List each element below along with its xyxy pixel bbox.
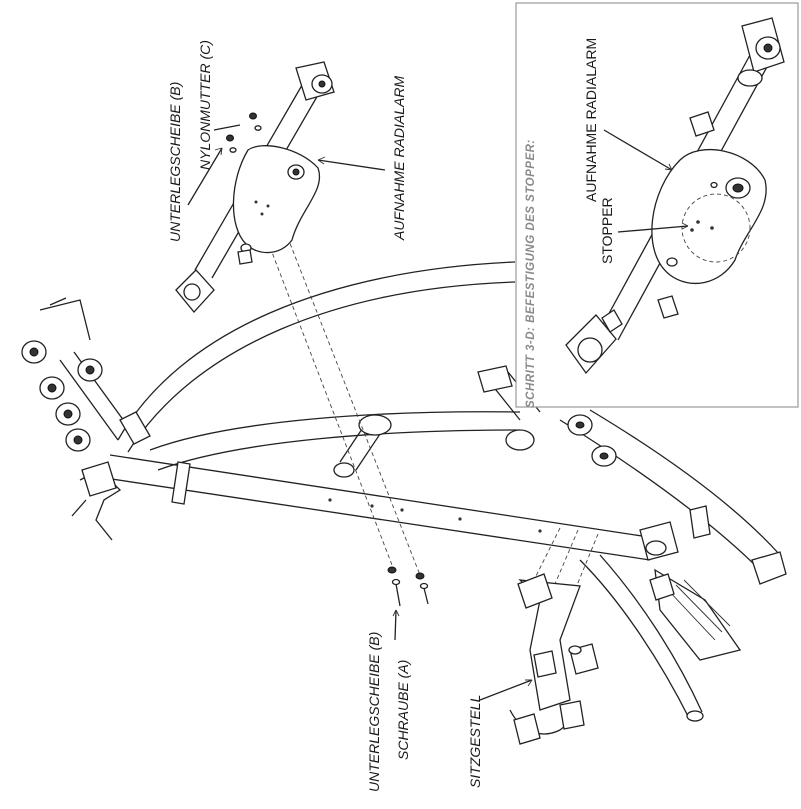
stopper-outline — [681, 193, 751, 263]
washer-top-1 — [226, 134, 234, 142]
seat-frame — [509, 573, 599, 745]
leader-nylonmutter — [213, 124, 241, 131]
nut-top-1 — [249, 112, 257, 120]
inset-knob-lower — [657, 295, 679, 319]
label-nylonmutter: NYLONMUTTER (C) — [197, 40, 213, 170]
lower-curve-a — [579, 559, 691, 721]
pulleys-left — [21, 297, 103, 452]
dash-lines-seat — [534, 527, 599, 591]
left-arm-collar — [119, 411, 151, 445]
foot-bracket — [649, 573, 675, 601]
lower-curve-end — [686, 710, 704, 722]
label-schraube: SCHRAUBE (A) — [395, 660, 411, 760]
rail-end-cap — [751, 551, 787, 585]
main-frame-drawing — [21, 171, 787, 745]
label-stopper: STOPPER — [599, 197, 615, 264]
left-hook-block — [81, 461, 117, 497]
foot-plate-ribs — [667, 579, 731, 641]
beam-plate-left — [171, 461, 191, 505]
label-sitzgestell: SITZGESTELL — [467, 695, 483, 788]
foot-plate — [654, 568, 742, 661]
leader-aufnahme-inset — [603, 129, 673, 171]
inset-panel — [515, 2, 799, 408]
radial-rail-outer-bottom — [127, 281, 516, 453]
main-beam-bottom — [104, 477, 651, 561]
inner-arc-top — [149, 411, 521, 451]
foot-post — [689, 505, 711, 539]
inset-knob-upper — [689, 111, 715, 137]
rail-lower-right-b — [589, 409, 781, 556]
leader-unterlegscheibe-top — [187, 147, 223, 206]
bolt-set-bottom — [387, 566, 429, 607]
leader-sitzgestell — [479, 679, 533, 701]
radial-knob — [237, 249, 253, 265]
pulleys-right — [567, 414, 617, 467]
main-beam-top — [109, 454, 656, 539]
nut-top-2 — [254, 125, 262, 131]
rail-lower-right-a — [559, 419, 761, 571]
label-unterlegscheibe-top: UNTERLEGSCHEIBE (B) — [167, 82, 183, 242]
label-unterlegscheibe-bottom: UNTERLEGSCHEIBE (B) — [366, 632, 382, 792]
beam-pivot-right — [645, 540, 667, 556]
washer-top-2 — [229, 147, 237, 153]
radial-arm-exploded — [175, 61, 533, 701]
upright-cap — [477, 365, 513, 393]
radial-rail-outer-top — [117, 261, 516, 441]
radial-arm-plate — [232, 145, 321, 254]
upright-base — [505, 429, 535, 451]
center-post-base — [333, 462, 355, 478]
dash-line-1 — [244, 181, 393, 566]
lower-curve-b — [599, 554, 703, 713]
leader-stopper — [617, 225, 689, 233]
beam-holes — [328, 498, 542, 533]
label-aufnahme-inset: AUFNAHME RADIALARM — [583, 38, 599, 202]
inset-step-title: SCHRITT 3-D: BEFESTIGUNG DES STOPPER: — [525, 139, 537, 408]
leader-aufnahme-main — [317, 159, 386, 171]
leader-schraube — [394, 609, 397, 641]
center-pulley — [358, 414, 392, 436]
label-aufnahme-main: AUFNAHME RADIALARM — [391, 76, 407, 241]
inner-arc-bottom — [157, 429, 521, 471]
